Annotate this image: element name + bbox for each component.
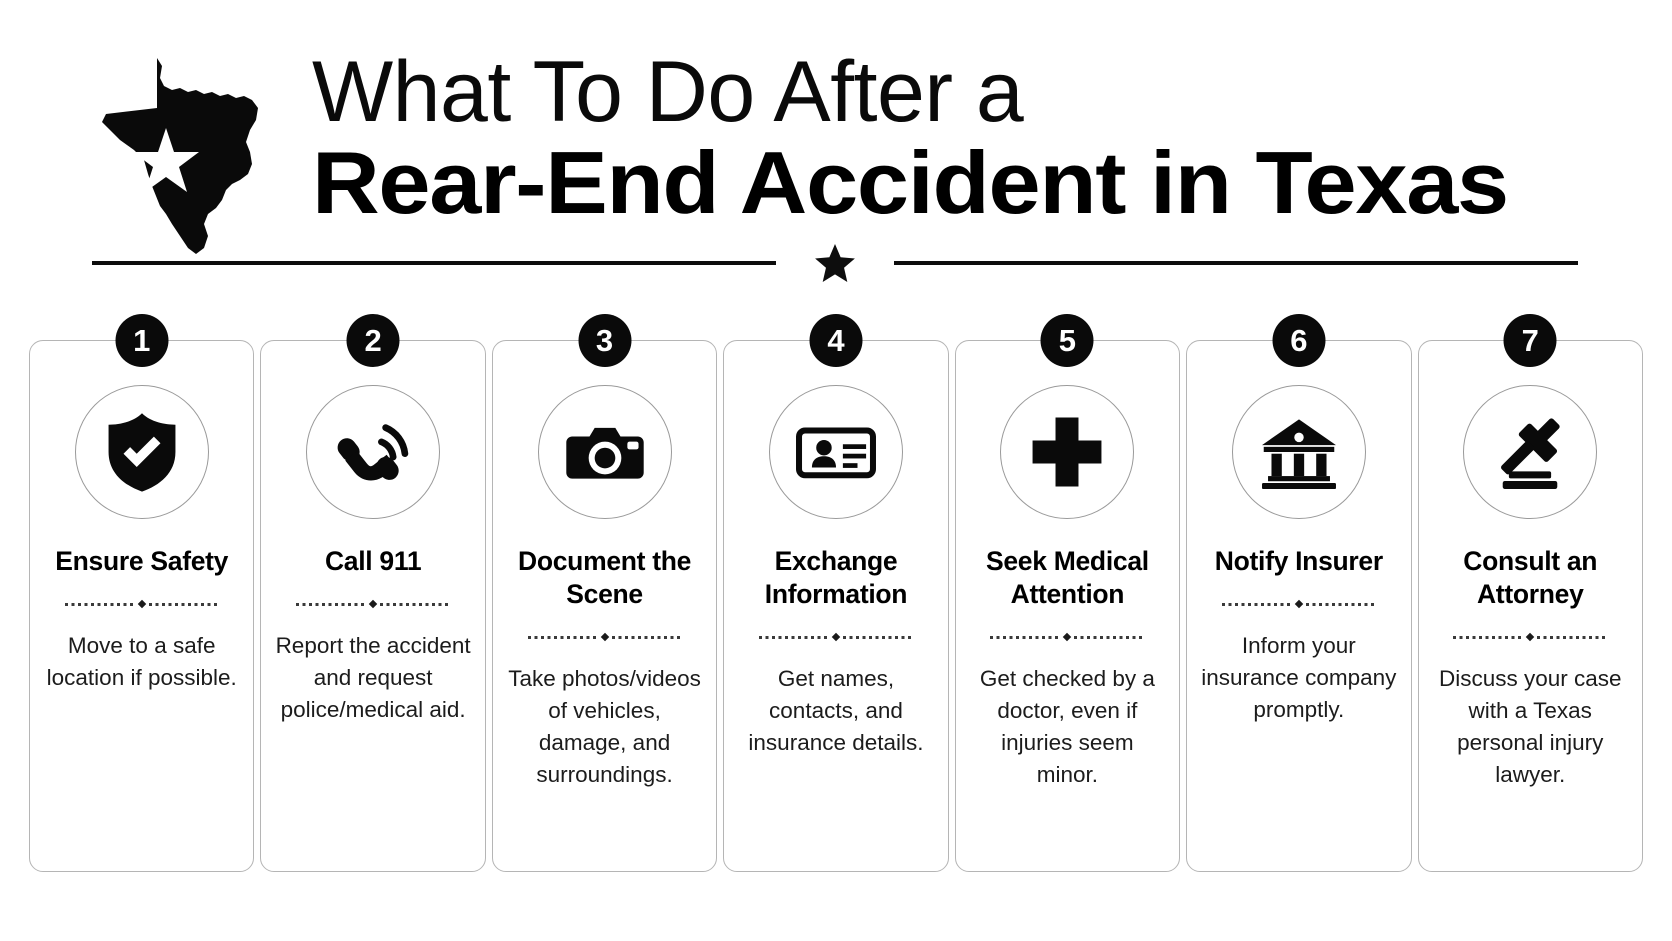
dotted-center-dot	[831, 633, 841, 642]
dotted-divider	[990, 632, 1145, 643]
step-body: Get names, contacts, and insurance detai…	[748, 665, 924, 755]
dotted-divider	[64, 599, 219, 610]
step-body: Take photos/videos of vehicles, damage, …	[508, 665, 701, 787]
dotted-divider	[758, 632, 913, 643]
step-title: Document the Scene	[518, 546, 692, 610]
step-body: Discuss your case with a Texas personal …	[1438, 665, 1622, 787]
dotted-center-dot	[137, 600, 146, 609]
steps-row: 1 Ensure Safety Move to a safe location …	[29, 314, 1643, 872]
dotted-center-dot	[368, 600, 378, 609]
texas-map-icon	[100, 56, 290, 256]
dotted-segment-right	[1305, 603, 1376, 606]
dotted-segment-right	[842, 636, 913, 639]
dotted-center-dot	[1294, 600, 1304, 609]
title-line-1: What To Do After a	[312, 44, 1024, 140]
step-card-5[interactable]: 5 Seek Medical Attention Get checked by …	[954, 314, 1181, 872]
dotted-divider	[1453, 632, 1608, 643]
step-number-badge: 5	[1040, 314, 1094, 367]
page-title: What To Do After a Rear-End Accident in …	[312, 44, 1662, 228]
step-card-2[interactable]: 2 Call 911	[260, 314, 486, 872]
dotted-segment-left	[527, 636, 598, 639]
dotted-segment-left	[64, 603, 135, 606]
title-line-2: Rear-End Accident in Texas	[312, 133, 1509, 233]
dotted-divider	[527, 632, 682, 643]
step-title: Notify Insurer	[1214, 546, 1383, 576]
step-number-badge: 2	[346, 314, 400, 367]
star-icon	[776, 244, 894, 282]
dotted-segment-left	[296, 603, 367, 606]
step-title: Ensure Safety	[55, 546, 229, 576]
step-number-badge: 3	[578, 314, 632, 367]
step-title: Call 911	[324, 546, 422, 576]
step-number-badge: 6	[1272, 314, 1326, 367]
dotted-divider	[1221, 599, 1376, 610]
shield-check-icon	[74, 385, 209, 519]
dotted-segment-right	[1537, 636, 1608, 639]
bank-building-icon	[1231, 385, 1366, 519]
step-number-badge: 7	[1503, 314, 1557, 367]
step-title: Seek Medical Attention	[985, 546, 1149, 610]
header: What To Do After a Rear-End Accident in …	[0, 28, 1672, 278]
camera-icon	[537, 385, 672, 519]
divider-rule-left	[92, 261, 776, 265]
step-title: Consult an Attorney	[1463, 546, 1598, 610]
dotted-center-dot	[1063, 633, 1072, 642]
dotted-segment-left	[990, 636, 1061, 639]
step-body: Move to a safe location if possible.	[46, 632, 237, 690]
step-card-7[interactable]: 7 Consult an Attorney Discus	[1417, 314, 1643, 872]
step-body: Report the accident and request police/m…	[275, 632, 471, 722]
step-card-6[interactable]: 6 Notify Insurer Inform you	[1186, 314, 1412, 872]
dotted-center-dot	[600, 633, 609, 642]
medical-cross-icon	[1000, 385, 1135, 519]
ringing-phone-icon	[306, 385, 441, 519]
dotted-segment-right	[380, 603, 451, 606]
step-number-badge: 1	[115, 314, 169, 367]
step-body: Get checked by a doctor, even if injurie…	[979, 665, 1155, 787]
dotted-segment-left	[1453, 636, 1524, 639]
dotted-divider	[296, 599, 451, 610]
step-title: Exchange Information	[764, 546, 908, 610]
step-card-3[interactable]: 3 Document the Scene Take photos/videos …	[491, 314, 718, 872]
dotted-segment-left	[758, 636, 829, 639]
step-number-badge: 4	[809, 314, 863, 367]
divider-rule-right	[894, 261, 1578, 265]
dotted-segment-right	[611, 636, 682, 639]
step-card-4[interactable]: 4 Exchange Information Get names, contac…	[723, 314, 949, 872]
dotted-segment-right	[148, 603, 219, 606]
dotted-segment-left	[1221, 603, 1292, 606]
title-divider	[92, 243, 1578, 283]
step-card-1[interactable]: 1 Ensure Safety Move to a safe location …	[29, 314, 255, 872]
gavel-icon	[1463, 385, 1598, 519]
step-body: Inform your insurance company promptly.	[1201, 632, 1397, 722]
dotted-segment-right	[1074, 636, 1145, 639]
dotted-center-dot	[1525, 633, 1535, 642]
id-card-icon	[768, 385, 903, 519]
